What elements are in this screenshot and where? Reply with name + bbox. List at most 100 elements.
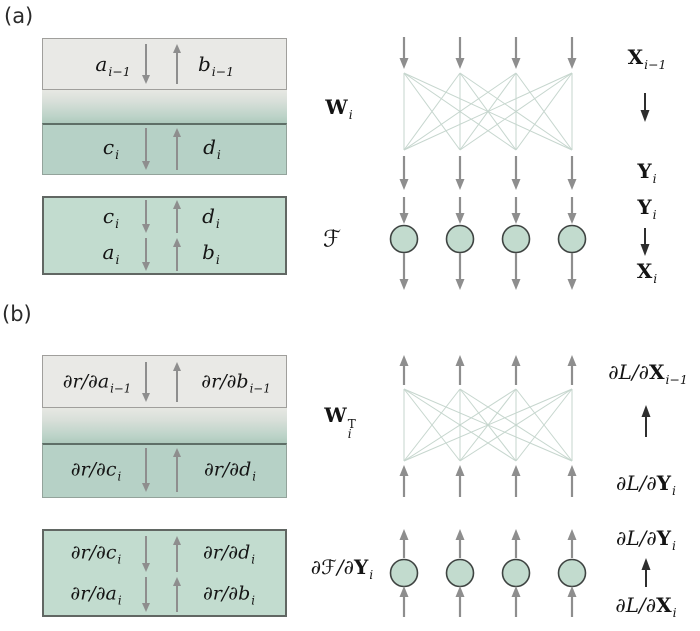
arrow-down-icon	[640, 244, 650, 256]
arrow-up-icon	[455, 529, 465, 540]
arrow-down-icon	[455, 279, 465, 290]
arrow-down-icon	[455, 213, 465, 224]
label-b-combined: bi	[202, 240, 220, 267]
arrow-down-icon	[142, 603, 150, 612]
arrow-up-icon	[173, 128, 181, 137]
weight-connection-line	[403, 72, 573, 151]
arrow-down-icon	[399, 179, 409, 190]
weight-connection-line	[515, 388, 573, 462]
arrow-down-icon	[142, 262, 150, 271]
arrow-down-icon	[511, 179, 521, 190]
arrow-up-icon	[173, 44, 181, 53]
label-dl-dy-lower: ∂L/∂Yi	[616, 526, 676, 553]
label-function-f: ℱ	[322, 226, 342, 253]
panel-a-prev-state-box	[42, 38, 287, 90]
label-weight-matrix: Wi	[325, 95, 353, 122]
arrow-up-icon	[511, 465, 521, 476]
label-y-upper: Yi	[637, 159, 657, 186]
label-dr-dc-cur: ∂r/∂ci	[70, 458, 122, 484]
label-dr-da-combined: ∂r/∂ai	[70, 582, 122, 608]
arrow-down-icon	[142, 224, 150, 233]
arrow-up-icon	[399, 586, 409, 597]
panel-b-tag: (b)	[2, 302, 32, 326]
arrow-up-icon	[567, 529, 577, 540]
weight-connection-line	[403, 72, 517, 151]
function-node-circle	[501, 224, 531, 254]
arrow-down-icon	[399, 58, 409, 69]
label-dr-db-prev: ∂r/∂bi−1	[201, 370, 271, 396]
weight-connection-line	[515, 72, 573, 151]
arrow-up-icon	[455, 355, 465, 366]
weight-connection-line	[459, 72, 573, 151]
label-x-cur: Xi	[636, 259, 658, 286]
arrow-down-icon	[567, 213, 577, 224]
arrow-up-icon	[173, 536, 181, 545]
label-dl-dx-prev: ∂L/∂Xi−1	[608, 360, 688, 387]
arrow-down-icon	[511, 58, 521, 69]
arrow-up-icon	[173, 362, 181, 371]
arrow-up-icon	[173, 448, 181, 457]
weight-connection-line	[403, 388, 461, 462]
weight-connection-line	[459, 388, 573, 462]
panel-b-current-grad-box	[42, 443, 287, 498]
label-dr-dd-combined: ∂r/∂di	[202, 541, 256, 567]
arrow-up-icon	[399, 529, 409, 540]
arrow-up-icon	[567, 586, 577, 597]
arrow-down-icon	[142, 75, 150, 84]
arrow-down-icon	[142, 483, 150, 492]
arrow-up-icon	[173, 577, 181, 586]
arrow-down-icon	[511, 279, 521, 290]
arrow-down-icon	[567, 279, 577, 290]
arrow-down-icon	[399, 279, 409, 290]
label-dr-dd-cur: ∂r/∂di	[203, 458, 257, 484]
arrow-up-icon	[455, 465, 465, 476]
function-node-circle	[557, 558, 587, 588]
label-y-lower: Yi	[637, 195, 657, 222]
arrow-up-icon	[173, 238, 181, 247]
weight-connection-line	[403, 388, 517, 462]
arrow-up-icon	[511, 529, 521, 540]
label-x-prev: Xi−1	[627, 45, 667, 72]
label-df-dy: ∂ℱ/∂Yi	[310, 555, 374, 582]
arrow-up-icon	[455, 586, 465, 597]
label-dr-db-combined: ∂r/∂bi	[202, 582, 256, 608]
label-dr-dc-combined: ∂r/∂ci	[70, 541, 122, 567]
arrow-down-icon	[567, 179, 577, 190]
arrow-up-icon	[511, 355, 521, 366]
arrow-up-icon	[567, 355, 577, 366]
function-node-circle	[501, 558, 531, 588]
label-dl-dx-cur: ∂L/∂Xi	[615, 593, 677, 620]
arrow-down-icon	[142, 161, 150, 170]
arrow-up-icon	[511, 586, 521, 597]
arrow-down-icon	[640, 110, 650, 122]
arrow-down-icon	[455, 58, 465, 69]
function-node-circle	[557, 224, 587, 254]
arrow-down-icon	[567, 58, 577, 69]
label-c-combined: ci	[102, 204, 120, 231]
label-d-combined: di	[202, 204, 220, 231]
function-node-circle	[445, 224, 475, 254]
panel-a-current-state-box	[42, 123, 287, 175]
label-b-prev: bi−1	[197, 52, 235, 79]
label-a-prev: ai−1	[95, 52, 131, 79]
arrow-up-icon	[641, 558, 651, 570]
arrow-down-icon	[511, 213, 521, 224]
weight-connection-line	[403, 72, 461, 151]
panel-b-combined-grad-box	[42, 529, 287, 617]
label-c-cur: ci	[102, 135, 120, 162]
arrow-down-icon	[142, 563, 150, 572]
arrow-down-icon	[399, 213, 409, 224]
arrow-up-icon	[641, 405, 651, 417]
panel-a-tag: (a)	[4, 4, 34, 28]
arrow-up-icon	[173, 200, 181, 209]
arrow-up-icon	[567, 465, 577, 476]
weight-connection-line	[403, 388, 573, 462]
label-dr-da-prev: ∂r/∂ai−1	[62, 370, 132, 396]
panel-a-combined-state-box	[42, 196, 287, 275]
label-a-combined: ai	[102, 240, 120, 267]
panel-b-transition-gradient	[42, 408, 287, 443]
panel-b-prev-grad-box	[42, 355, 287, 408]
